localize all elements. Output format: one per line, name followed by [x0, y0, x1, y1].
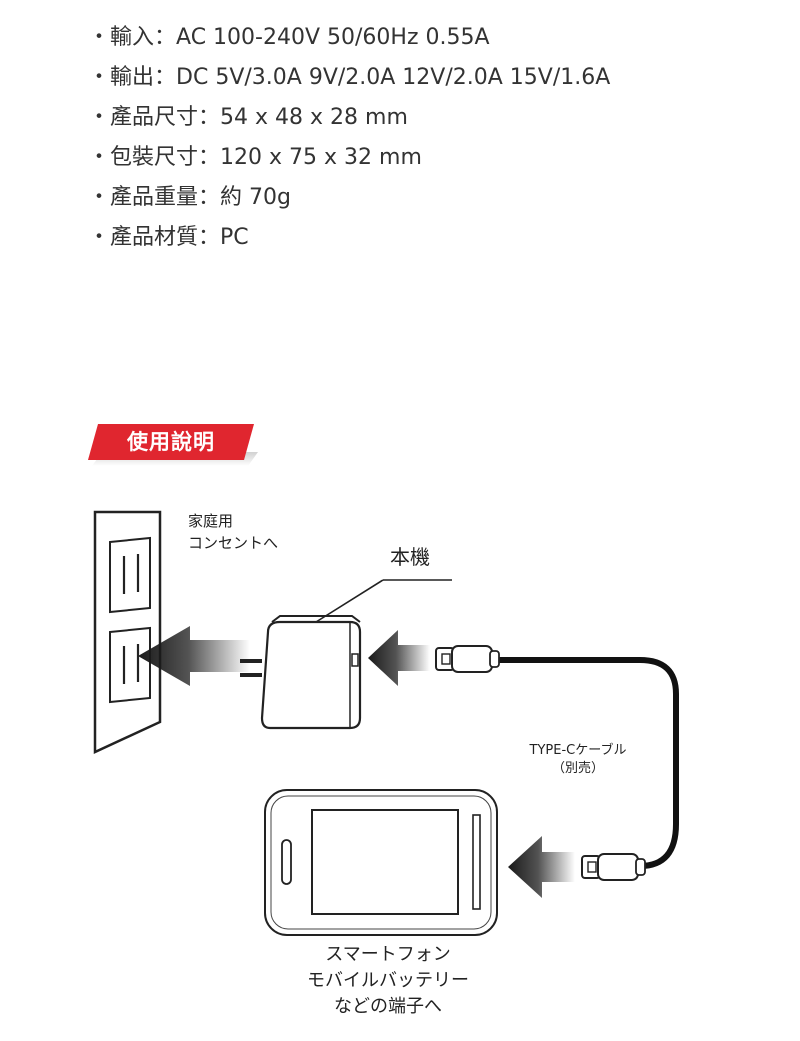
outlet-label-line-2: コンセントへ [188, 534, 279, 552]
arrow-to-outlet-icon [138, 626, 250, 686]
bullet: ・ [88, 105, 111, 130]
cable-label: TYPE-Cケーブル （別売） [508, 742, 648, 778]
phone-label-line-1: スマートフォン [325, 944, 451, 965]
spec-label: 輸出 [110, 65, 155, 90]
spec-value: 120 x 75 x 32 mm [220, 145, 422, 170]
unit-label: 本機 [390, 545, 430, 569]
spec-value: AC 100-240V 50/60Hz 0.55A [176, 25, 490, 50]
spec-list: ・輸入：AC 100-240V 50/60Hz 0.55A ・輸出：DC 5V/… [88, 18, 610, 258]
bullet: ・ [88, 25, 111, 50]
spec-separator: ： [198, 185, 221, 210]
spec-separator: ： [198, 225, 221, 250]
bullet: ・ [88, 185, 111, 210]
spec-product-size: ・產品尺寸：54 x 48 x 28 mm [88, 98, 610, 138]
phone-label: スマートフォン モバイルバッテリー などの端子へ [300, 942, 476, 1020]
arrow-to-phone-icon [508, 836, 575, 898]
spec-separator: ： [154, 25, 177, 50]
type-c-cable-icon [435, 645, 679, 881]
spec-label: 輸入 [110, 25, 155, 50]
usage-diagram: 家庭用 コンセントへ 本機 TYPE-Cケーブル （別売） スマートフォン モバ… [0, 480, 800, 1037]
spec-label: 產品材質 [110, 225, 199, 250]
smartphone-icon [264, 789, 498, 936]
section-title-banner: 使用說明 [88, 424, 254, 460]
spec-separator: ： [198, 105, 221, 130]
spec-output: ・輸出：DC 5V/3.0A 9V/2.0A 12V/2.0A 15V/1.6A [88, 58, 610, 98]
outlet-label: 家庭用 コンセントへ [188, 510, 278, 554]
spec-separator: ： [198, 145, 221, 170]
spec-label: 包裝尺寸 [110, 145, 199, 170]
bullet: ・ [88, 65, 111, 90]
usage-illustration [93, 510, 679, 936]
spec-value: 約 70g [220, 185, 291, 210]
spec-label: 產品重量 [110, 185, 199, 210]
cable-label-line-1: TYPE-Cケーブル [529, 743, 627, 758]
spec-value: 54 x 48 x 28 mm [220, 105, 408, 130]
spec-material: ・產品材質：PC [88, 218, 610, 258]
spec-weight: ・產品重量：約 70g [88, 178, 610, 218]
phone-label-line-3: などの端子へ [334, 996, 442, 1017]
wall-outlet-icon [93, 510, 162, 754]
bullet: ・ [88, 225, 111, 250]
spec-package-size: ・包裝尺寸：120 x 75 x 32 mm [88, 138, 610, 178]
spec-input: ・輸入：AC 100-240V 50/60Hz 0.55A [88, 18, 610, 58]
arrow-to-charger-icon [368, 630, 430, 686]
bullet: ・ [88, 145, 111, 170]
spec-label: 產品尺寸 [110, 105, 199, 130]
charger-icon [240, 579, 452, 730]
spec-value: DC 5V/3.0A 9V/2.0A 12V/2.0A 15V/1.6A [176, 65, 611, 90]
outlet-label-line-1: 家庭用 [188, 512, 234, 530]
spec-value: PC [220, 225, 249, 250]
phone-label-line-2: モバイルバッテリー [307, 970, 469, 991]
spec-separator: ： [154, 65, 177, 90]
cable-label-line-2: （別売） [551, 761, 604, 776]
